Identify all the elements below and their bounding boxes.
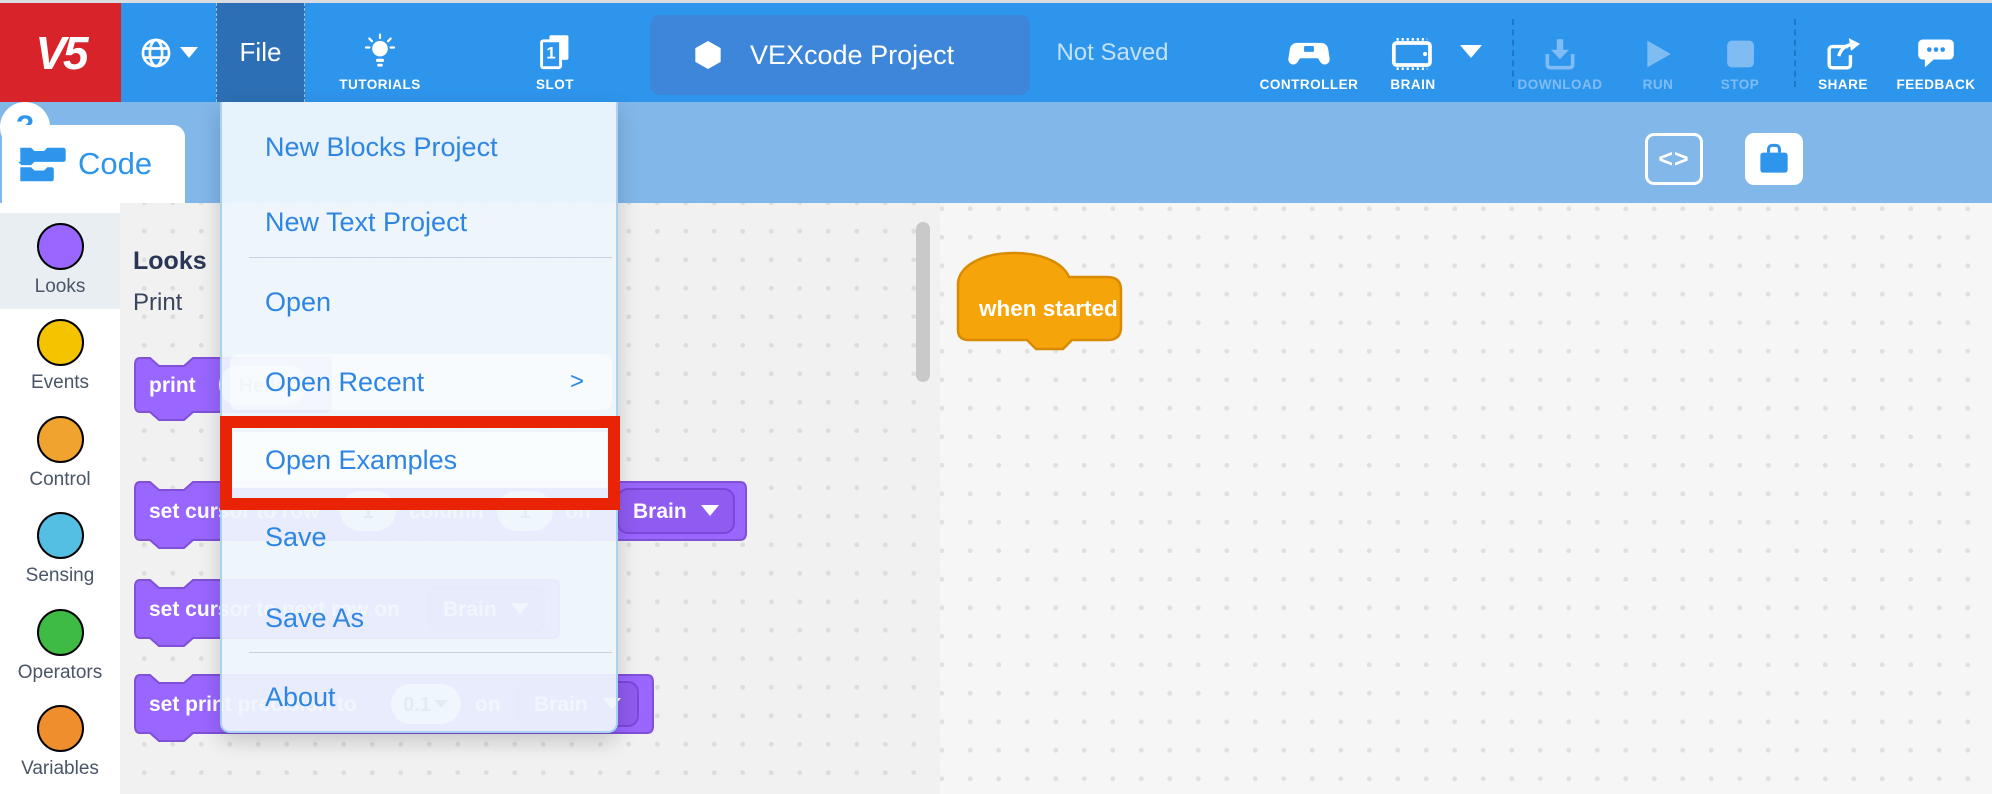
file-dropdown-menu: New Blocks Project New Text Project Open… bbox=[220, 102, 618, 733]
menu-item-new-blocks-project[interactable]: New Blocks Project bbox=[265, 132, 498, 162]
variables-color-dot bbox=[36, 705, 84, 752]
device-value: Brain bbox=[633, 500, 687, 523]
sensing-color-dot bbox=[36, 512, 84, 559]
share-button[interactable]: SHARE bbox=[1805, 3, 1881, 102]
category-label: Looks bbox=[34, 276, 86, 297]
play-icon bbox=[1647, 40, 1671, 68]
tutorials-label: TUTORIALS bbox=[339, 77, 421, 92]
slot-number: 1 bbox=[546, 44, 555, 63]
palette-header: Looks bbox=[133, 247, 207, 275]
code-tab-label: Code bbox=[78, 146, 153, 181]
menu-divider bbox=[249, 652, 612, 653]
menu-item-open[interactable]: Open bbox=[265, 287, 332, 317]
vex-v5-logo[interactable]: V5 bbox=[0, 3, 121, 102]
save-status: Not Saved bbox=[1056, 38, 1169, 66]
category-sidebar: Looks Events Control Sensing Operators V… bbox=[0, 203, 120, 794]
download-icon bbox=[1545, 39, 1575, 70]
chevron-down-icon bbox=[180, 47, 198, 58]
code-blocks-icon bbox=[18, 147, 66, 182]
slot-label: SLOT bbox=[536, 77, 574, 92]
menu-item-open-recent[interactable]: Open Recent > bbox=[230, 354, 612, 410]
menu-item-open-examples[interactable]: Open Examples bbox=[222, 432, 616, 488]
feedback-bubble-icon bbox=[1918, 39, 1954, 68]
block-label: when started bbox=[978, 296, 1118, 321]
run-button[interactable]: RUN bbox=[1625, 3, 1691, 102]
slot-pages-icon: 1 bbox=[540, 35, 569, 70]
stop-label: STOP bbox=[1720, 77, 1760, 92]
block-label: print bbox=[149, 374, 196, 397]
category-label: Variables bbox=[21, 758, 99, 779]
download-button[interactable]: DOWNLOAD bbox=[1505, 3, 1615, 102]
project-title: VEXcode Project bbox=[750, 39, 955, 70]
operators-color-dot bbox=[36, 609, 84, 656]
briefcase-icon bbox=[1760, 143, 1788, 173]
lightbulb-icon bbox=[364, 33, 396, 67]
category-label: Sensing bbox=[25, 565, 95, 586]
hexagon-icon bbox=[695, 41, 721, 69]
category-label: Control bbox=[29, 469, 91, 490]
window-top-edge bbox=[0, 0, 1992, 3]
controller-button[interactable]: CONTROLLER bbox=[1244, 3, 1374, 102]
tutorials-button[interactable]: TUTORIALS bbox=[318, 3, 442, 102]
sidebar-item-operators[interactable]: Operators bbox=[0, 599, 120, 695]
sidebar-item-variables[interactable]: Variables bbox=[0, 695, 120, 791]
chevron-down-icon bbox=[701, 505, 719, 516]
gamepad-icon bbox=[1288, 42, 1330, 65]
sidebar-item-sensing[interactable]: Sensing bbox=[0, 502, 120, 598]
stop-button[interactable]: STOP bbox=[1705, 3, 1775, 102]
download-label: DOWNLOAD bbox=[1517, 77, 1603, 92]
top-toolbar: V5 File bbox=[0, 3, 1992, 102]
category-label: Events bbox=[30, 372, 90, 393]
project-title-button[interactable]: VEXcode Project bbox=[650, 15, 1030, 95]
language-button[interactable] bbox=[121, 3, 216, 102]
tab-code[interactable]: Code bbox=[2, 125, 185, 203]
looks-color-dot bbox=[36, 223, 84, 270]
device-dropdown[interactable]: Brain bbox=[617, 488, 735, 534]
menu-item-new-text-project[interactable]: New Text Project bbox=[265, 207, 468, 237]
feedback-label: FEEDBACK bbox=[1896, 77, 1976, 92]
run-label: RUN bbox=[1642, 77, 1674, 92]
palette-scrollbar[interactable] bbox=[916, 222, 930, 382]
menu-item-about[interactable]: About bbox=[265, 682, 336, 712]
controller-label: CONTROLLER bbox=[1259, 77, 1359, 92]
toolbox-button[interactable] bbox=[1745, 133, 1803, 185]
control-color-dot bbox=[36, 416, 84, 463]
stop-icon bbox=[1727, 40, 1754, 68]
menu-item-label: Open Recent bbox=[265, 367, 425, 397]
submenu-arrow-icon: > bbox=[569, 368, 584, 395]
code-view-label: <> bbox=[1658, 144, 1690, 173]
code-view-toggle-button[interactable]: <> bbox=[1645, 133, 1703, 185]
share-icon bbox=[1827, 38, 1860, 70]
menu-item-save-as[interactable]: Save As bbox=[265, 603, 365, 633]
when-started-block[interactable]: when started bbox=[955, 250, 1125, 356]
slot-button[interactable]: 1 SLOT bbox=[503, 3, 607, 102]
sidebar-item-control[interactable]: Control bbox=[0, 406, 120, 502]
brain-button[interactable]: BRAIN bbox=[1372, 3, 1454, 102]
events-color-dot bbox=[36, 319, 84, 366]
share-label: SHARE bbox=[1818, 77, 1868, 92]
brain-label: BRAIN bbox=[1390, 77, 1436, 92]
globe-icon bbox=[141, 38, 171, 67]
file-menu-label: File bbox=[239, 37, 282, 67]
menu-divider bbox=[249, 257, 612, 258]
toolbar-divider bbox=[1512, 19, 1514, 87]
sidebar-item-looks[interactable]: Looks bbox=[0, 213, 120, 309]
file-menu-button[interactable]: File bbox=[216, 3, 305, 102]
brain-screen-icon bbox=[1391, 38, 1432, 70]
category-label: Operators bbox=[17, 662, 103, 683]
palette-section-label: Print bbox=[133, 289, 183, 316]
menu-item-save[interactable]: Save bbox=[265, 522, 327, 552]
logo-text: V5 bbox=[35, 26, 88, 79]
sidebar-item-events[interactable]: Events bbox=[0, 309, 120, 405]
toolbar-divider bbox=[1794, 19, 1796, 87]
brain-chevron-down-icon[interactable] bbox=[1460, 45, 1482, 58]
feedback-button[interactable]: FEEDBACK bbox=[1882, 3, 1990, 102]
